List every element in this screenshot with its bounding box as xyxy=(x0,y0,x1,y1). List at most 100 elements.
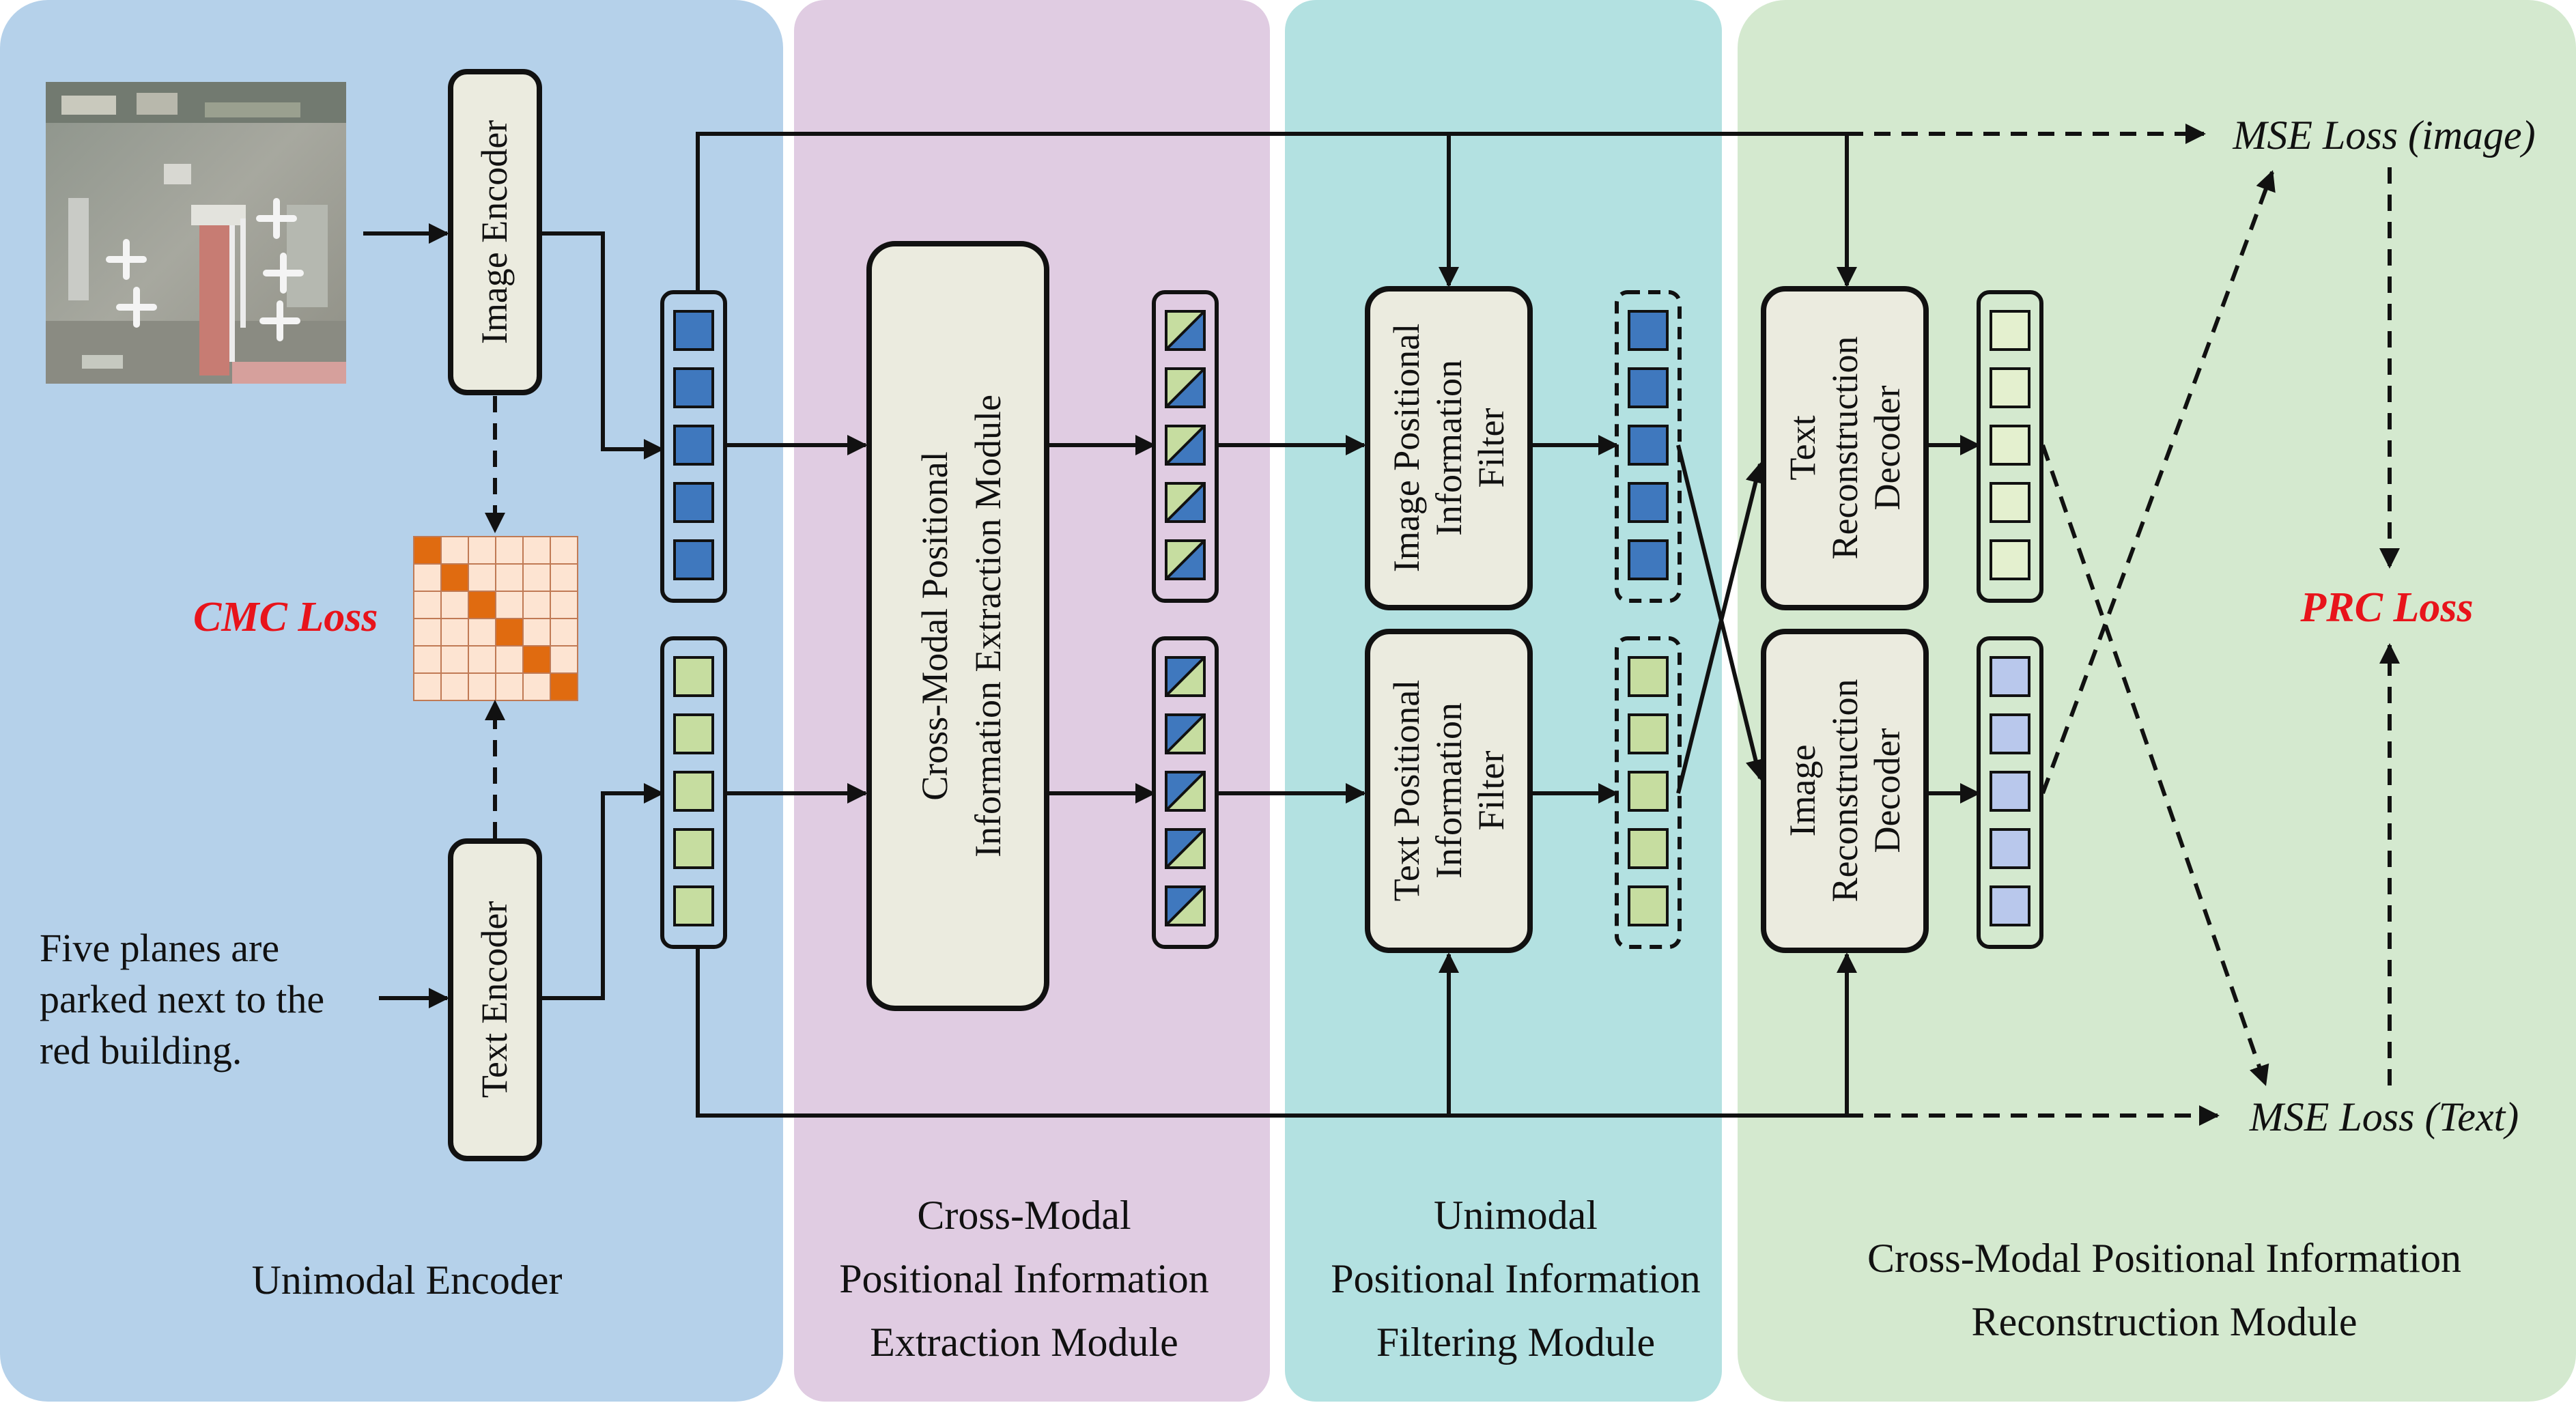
input-text-line-1: Five planes are xyxy=(40,926,279,970)
token-cell xyxy=(1990,425,2030,466)
token-cell xyxy=(673,310,714,351)
svg-text:Text: Text xyxy=(1782,415,1823,480)
matrix-cell xyxy=(522,618,551,647)
input-text-line-2: parked next to the xyxy=(40,977,324,1021)
matrix-cell xyxy=(522,672,551,701)
image-embedding-tokens xyxy=(660,290,727,603)
prc-loss-label: PRC Loss xyxy=(2299,584,2473,631)
panel-title-extraction-1: Cross-Modal xyxy=(917,1193,1131,1238)
matrix-cell xyxy=(468,536,496,565)
token-cell xyxy=(1628,885,1669,926)
text-embedding-tokens xyxy=(660,636,727,949)
matrix-cell xyxy=(440,591,469,619)
svg-text:Filter: Filter xyxy=(1471,408,1512,487)
svg-text:Information: Information xyxy=(1428,702,1469,879)
svg-text:Reconstruction: Reconstruction xyxy=(1824,337,1865,560)
matrix-cell xyxy=(440,645,469,674)
svg-text:Information Extraction Module: Information Extraction Module xyxy=(967,395,1008,857)
matrix-cell xyxy=(495,536,524,565)
text-positional-filter: Text Positional Information Filter xyxy=(1365,629,1533,953)
token-cell xyxy=(673,482,714,523)
token-cell xyxy=(673,367,714,408)
matrix-cell xyxy=(468,563,496,592)
matrix-cell xyxy=(440,536,469,565)
image-positional-filter: Image Positional Information Filter xyxy=(1365,286,1533,610)
token-cell xyxy=(1990,771,2030,812)
matrix-cell xyxy=(495,672,524,701)
matrix-cell xyxy=(495,591,524,619)
image-reconstruction-decoder: Image Reconstruction Decoder xyxy=(1761,629,1929,953)
svg-text:Information: Information xyxy=(1428,360,1469,536)
token-cell xyxy=(673,771,714,812)
panel-reconstruction xyxy=(1738,0,2576,1402)
matrix-cell xyxy=(413,645,442,674)
matrix-cell xyxy=(495,645,524,674)
matrix-cell xyxy=(413,672,442,701)
svg-text:Image: Image xyxy=(1782,745,1823,837)
text-reconstruction-decoder: Text Reconstruction Decoder xyxy=(1761,286,1929,610)
panel-title-filtering-3: Filtering Module xyxy=(1376,1320,1655,1365)
matrix-cell xyxy=(522,536,551,565)
matrix-cell xyxy=(413,591,442,619)
token-cell xyxy=(1990,367,2030,408)
svg-text:Text Encoder: Text Encoder xyxy=(474,901,515,1098)
mse-loss-image-label: MSE Loss (image) xyxy=(2232,113,2535,158)
token-cell xyxy=(1628,425,1669,466)
matrix-cell xyxy=(495,563,524,592)
token-cell xyxy=(1628,482,1669,523)
image-crossmodal-tokens xyxy=(1152,290,1219,603)
token-cell xyxy=(673,885,714,926)
matrix-diagonal-cell xyxy=(550,672,578,701)
matrix-cell xyxy=(468,645,496,674)
matrix-cell xyxy=(413,618,442,647)
matrix-cell xyxy=(413,563,442,592)
token-cell xyxy=(1990,310,2030,351)
matrix-cell xyxy=(440,672,469,701)
input-image xyxy=(46,82,346,384)
panel-title-extraction-2: Positional Information xyxy=(839,1256,1209,1301)
matrix-cell xyxy=(440,618,469,647)
panel-title-reconstruction-1: Cross-Modal Positional Information xyxy=(1867,1236,2461,1281)
cmc-similarity-matrix xyxy=(413,536,578,701)
matrix-cell xyxy=(468,618,496,647)
panel-title-reconstruction-2: Reconstruction Module xyxy=(1972,1299,2358,1344)
token-cell xyxy=(1628,713,1669,754)
matrix-diagonal-cell xyxy=(440,563,469,592)
matrix-cell xyxy=(550,618,578,647)
mse-loss-text-label: MSE Loss (Text) xyxy=(2249,1094,2519,1139)
matrix-diagonal-cell xyxy=(522,645,551,674)
token-cell xyxy=(1628,310,1669,351)
image-encoder: Image Encoder xyxy=(448,69,542,395)
token-cell xyxy=(1990,885,2030,926)
text-encoder: Text Encoder xyxy=(448,838,542,1161)
token-cell xyxy=(1990,828,2030,869)
token-cell xyxy=(1628,367,1669,408)
token-cell xyxy=(673,713,714,754)
token-cell xyxy=(1628,656,1669,697)
token-cell xyxy=(1990,713,2030,754)
panel-title-encoder: Unimodal Encoder xyxy=(252,1258,563,1303)
svg-text:Decoder: Decoder xyxy=(1867,728,1908,853)
token-cell xyxy=(1990,656,2030,697)
token-cell xyxy=(673,828,714,869)
panel-title-filtering-2: Positional Information xyxy=(1331,1256,1701,1301)
token-cell xyxy=(673,656,714,697)
matrix-diagonal-cell xyxy=(413,536,442,565)
svg-text:Reconstruction: Reconstruction xyxy=(1824,679,1865,903)
svg-text:Image Positional: Image Positional xyxy=(1386,324,1427,572)
matrix-cell xyxy=(550,591,578,619)
svg-text:Filter: Filter xyxy=(1471,750,1512,830)
token-cell xyxy=(1628,828,1669,869)
token-cell xyxy=(1990,539,2030,580)
token-cell xyxy=(673,425,714,466)
text-crossmodal-tokens xyxy=(1152,636,1219,949)
matrix-diagonal-cell xyxy=(468,591,496,619)
token-cell xyxy=(1990,482,2030,523)
svg-text:Text Positional: Text Positional xyxy=(1386,680,1427,902)
token-cell xyxy=(673,539,714,580)
matrix-cell xyxy=(522,563,551,592)
matrix-cell xyxy=(550,536,578,565)
panel-title-extraction-3: Extraction Module xyxy=(870,1320,1178,1365)
cmc-loss-label: CMC Loss xyxy=(193,594,378,640)
